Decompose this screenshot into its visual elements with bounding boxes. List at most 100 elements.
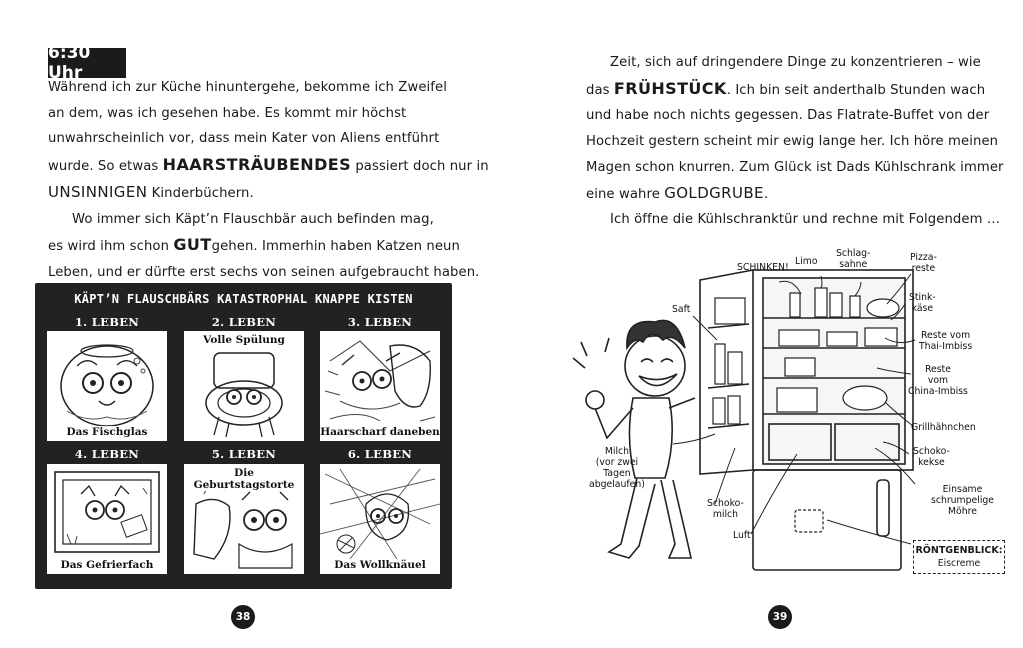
emphasis-word: GUT bbox=[173, 235, 212, 255]
text-line: das FRÜHSTÜCK. Ich bin seit anderthalb S… bbox=[586, 76, 1004, 104]
label-line: käse bbox=[911, 303, 934, 314]
text-line: Magen schon knurren. Zum Glück ist Dads … bbox=[586, 159, 1004, 175]
panel-caption: Haarscharf daneben bbox=[320, 426, 440, 438]
emphasis-word: GOLDGRUBE bbox=[664, 183, 764, 202]
text-run: . bbox=[763, 186, 769, 202]
label-luft: Luft bbox=[733, 530, 751, 541]
label-pizzareste: Pizza-reste bbox=[910, 252, 937, 274]
label-line: (vor zwei bbox=[595, 457, 639, 468]
label-line: abgelaufen) bbox=[589, 479, 645, 490]
text-line: und habe noch nichts gegessen. Das Flatr… bbox=[586, 108, 990, 124]
page-number-right: 39 bbox=[768, 605, 792, 629]
text-line: wurde. So etwas HAARSTRÄUBENDES passiert… bbox=[48, 152, 489, 180]
text-line: Während ich zur Küche hinuntergehe, beko… bbox=[48, 80, 448, 95]
label-line: Schlag- bbox=[836, 248, 871, 259]
panel-label-3: 3. LEBEN bbox=[347, 315, 413, 329]
text-run: wurde. So etwas bbox=[48, 159, 163, 175]
label-saft: Saft bbox=[672, 304, 691, 315]
label-line: milch bbox=[712, 509, 739, 520]
cat-lives-box: KÄPT’N FLAUSCHBÄRS KATASTROPHAL KNAPPE K… bbox=[35, 283, 452, 589]
label-line: Reste vom bbox=[921, 330, 971, 341]
xray-title: RÖNTGENBLICK: bbox=[915, 545, 1003, 556]
label-line: Schoko- bbox=[913, 446, 950, 457]
text-line: Zeit, sich auf dringendere Dinge zu konz… bbox=[610, 55, 981, 70]
label-line: schrumpelige bbox=[931, 495, 995, 506]
label-schinken: SCHINKEN! bbox=[737, 262, 789, 273]
label-line: vom bbox=[927, 375, 949, 386]
emphasis-word: HAARSTRÄUBENDES bbox=[162, 155, 352, 175]
fishbowl-illustration bbox=[60, 344, 154, 427]
label-line: Einsame bbox=[942, 484, 983, 495]
text-run: es wird ihm schon bbox=[48, 239, 174, 255]
panel-label-5: 5. LEBEN bbox=[211, 447, 277, 461]
left-paragraph-1: Während ich zur Küche hinuntergehe, beko… bbox=[48, 75, 489, 286]
panel-caption: Volle Spülung bbox=[184, 334, 304, 346]
emphasis-word: UNSINNIGEN bbox=[48, 182, 148, 201]
panel-label-6: 6. LEBEN bbox=[347, 447, 413, 461]
text-run: Kinderbüchern. bbox=[147, 185, 254, 201]
text-run: . Ich bin seit anderthalb Stunden wach bbox=[726, 82, 986, 98]
label-limo: Limo bbox=[795, 256, 818, 267]
xray-item: Eiscreme bbox=[937, 558, 981, 569]
label-line: sahne bbox=[839, 259, 868, 270]
label-schokomilch: Schoko-milch bbox=[707, 498, 744, 520]
panel-label-1: 1. LEBEN bbox=[74, 315, 140, 329]
right-paragraph-1: Zeit, sich auf dringendere Dinge zu konz… bbox=[586, 50, 1004, 233]
xray-box: RÖNTGENBLICK: Eiscreme bbox=[913, 540, 1005, 574]
label-line: Milch bbox=[604, 446, 630, 457]
text-line: eine wahre GOLDGRUBE. bbox=[586, 181, 1004, 208]
page-number-left: 38 bbox=[231, 605, 255, 629]
label-schlagsahne: Schlag-sahne bbox=[836, 248, 870, 270]
emphasis-word: FRÜHSTÜCK bbox=[613, 78, 727, 98]
yarn-illustration bbox=[320, 468, 440, 565]
panel-label-2: 2. LEBEN bbox=[211, 315, 277, 329]
text-run: passiert doch nur in bbox=[351, 159, 489, 175]
fridge-illustration bbox=[572, 269, 916, 571]
panel-freezer: Das Gefrierfach bbox=[47, 464, 167, 574]
freezer-illustration bbox=[54, 471, 160, 553]
label-line: reste bbox=[911, 263, 936, 274]
label-line: China-Imbiss bbox=[908, 386, 968, 397]
left-page: 6:30 Uhr Während ich zur Küche hinunterg… bbox=[0, 0, 511, 648]
label-line: Möhre bbox=[948, 506, 977, 517]
label-schokokekse: Schoko-kekse bbox=[913, 446, 950, 468]
panel-caption: Das Wollknäuel bbox=[320, 559, 440, 571]
panel-birthday-cake: Die Geburtstagstorte bbox=[184, 464, 304, 574]
text-run: das bbox=[586, 82, 614, 98]
panel-caption: Das Fischglas bbox=[47, 426, 167, 438]
label-line: Stink- bbox=[909, 292, 936, 303]
panel-caption: Die Geburtstagstorte bbox=[184, 467, 304, 491]
panel-yarn-ball: Das Wollknäuel bbox=[320, 464, 440, 574]
label-line: kekse bbox=[918, 457, 945, 468]
text-line: Leben, und er dürfte erst sechs von sein… bbox=[48, 264, 480, 280]
text-line: Ich öffne die Kühlschranktür und rechne … bbox=[610, 212, 1001, 228]
lawnmower-illustration bbox=[324, 340, 436, 422]
box-title: KÄPT’N FLAUSCHBÄRS KATASTROPHAL KNAPPE K… bbox=[74, 292, 413, 306]
time-badge: 6:30 Uhr bbox=[48, 43, 126, 83]
text-line: Hochzeit gestern scheint mir ewig lange … bbox=[586, 134, 999, 150]
label-line: Pizza- bbox=[910, 252, 937, 263]
label-line: Reste bbox=[924, 364, 951, 375]
panel-label-4: 4. LEBEN bbox=[74, 447, 140, 461]
label-line: Thai-Imbiss bbox=[919, 341, 973, 352]
text-line: an dem, was ich gesehen habe. Es kommt m… bbox=[48, 105, 407, 121]
label-grillhaehnchen: Grillhähnchen bbox=[911, 422, 976, 433]
panel-fishbowl: Das Fischglas bbox=[47, 331, 167, 441]
label-line: Tagen bbox=[603, 468, 631, 479]
label-line: Schoko- bbox=[707, 498, 744, 509]
panel-caption: Das Gefrierfach bbox=[47, 559, 167, 571]
label-stinkkaese: Stink-käse bbox=[909, 292, 936, 314]
text-line: es wird ihm schon GUTgehen. Immerhin hab… bbox=[48, 232, 489, 260]
cake-illustration bbox=[193, 481, 293, 569]
text-line: UNSINNIGEN Kinderbüchern. bbox=[48, 180, 489, 207]
text-run: gehen. Immerhin haben Katzen neun bbox=[211, 239, 460, 255]
text-line: unwahrscheinlich vor, dass mein Kater vo… bbox=[48, 131, 440, 147]
panel-lawnmower: Haarscharf daneben bbox=[320, 331, 440, 441]
text-line: Wo immer sich Käpt’n Flauschbär auch bef… bbox=[72, 211, 434, 227]
text-run: eine wahre bbox=[586, 186, 665, 202]
toilet-illustration bbox=[205, 352, 283, 438]
panel-toilet: Volle Spülung bbox=[184, 331, 304, 441]
